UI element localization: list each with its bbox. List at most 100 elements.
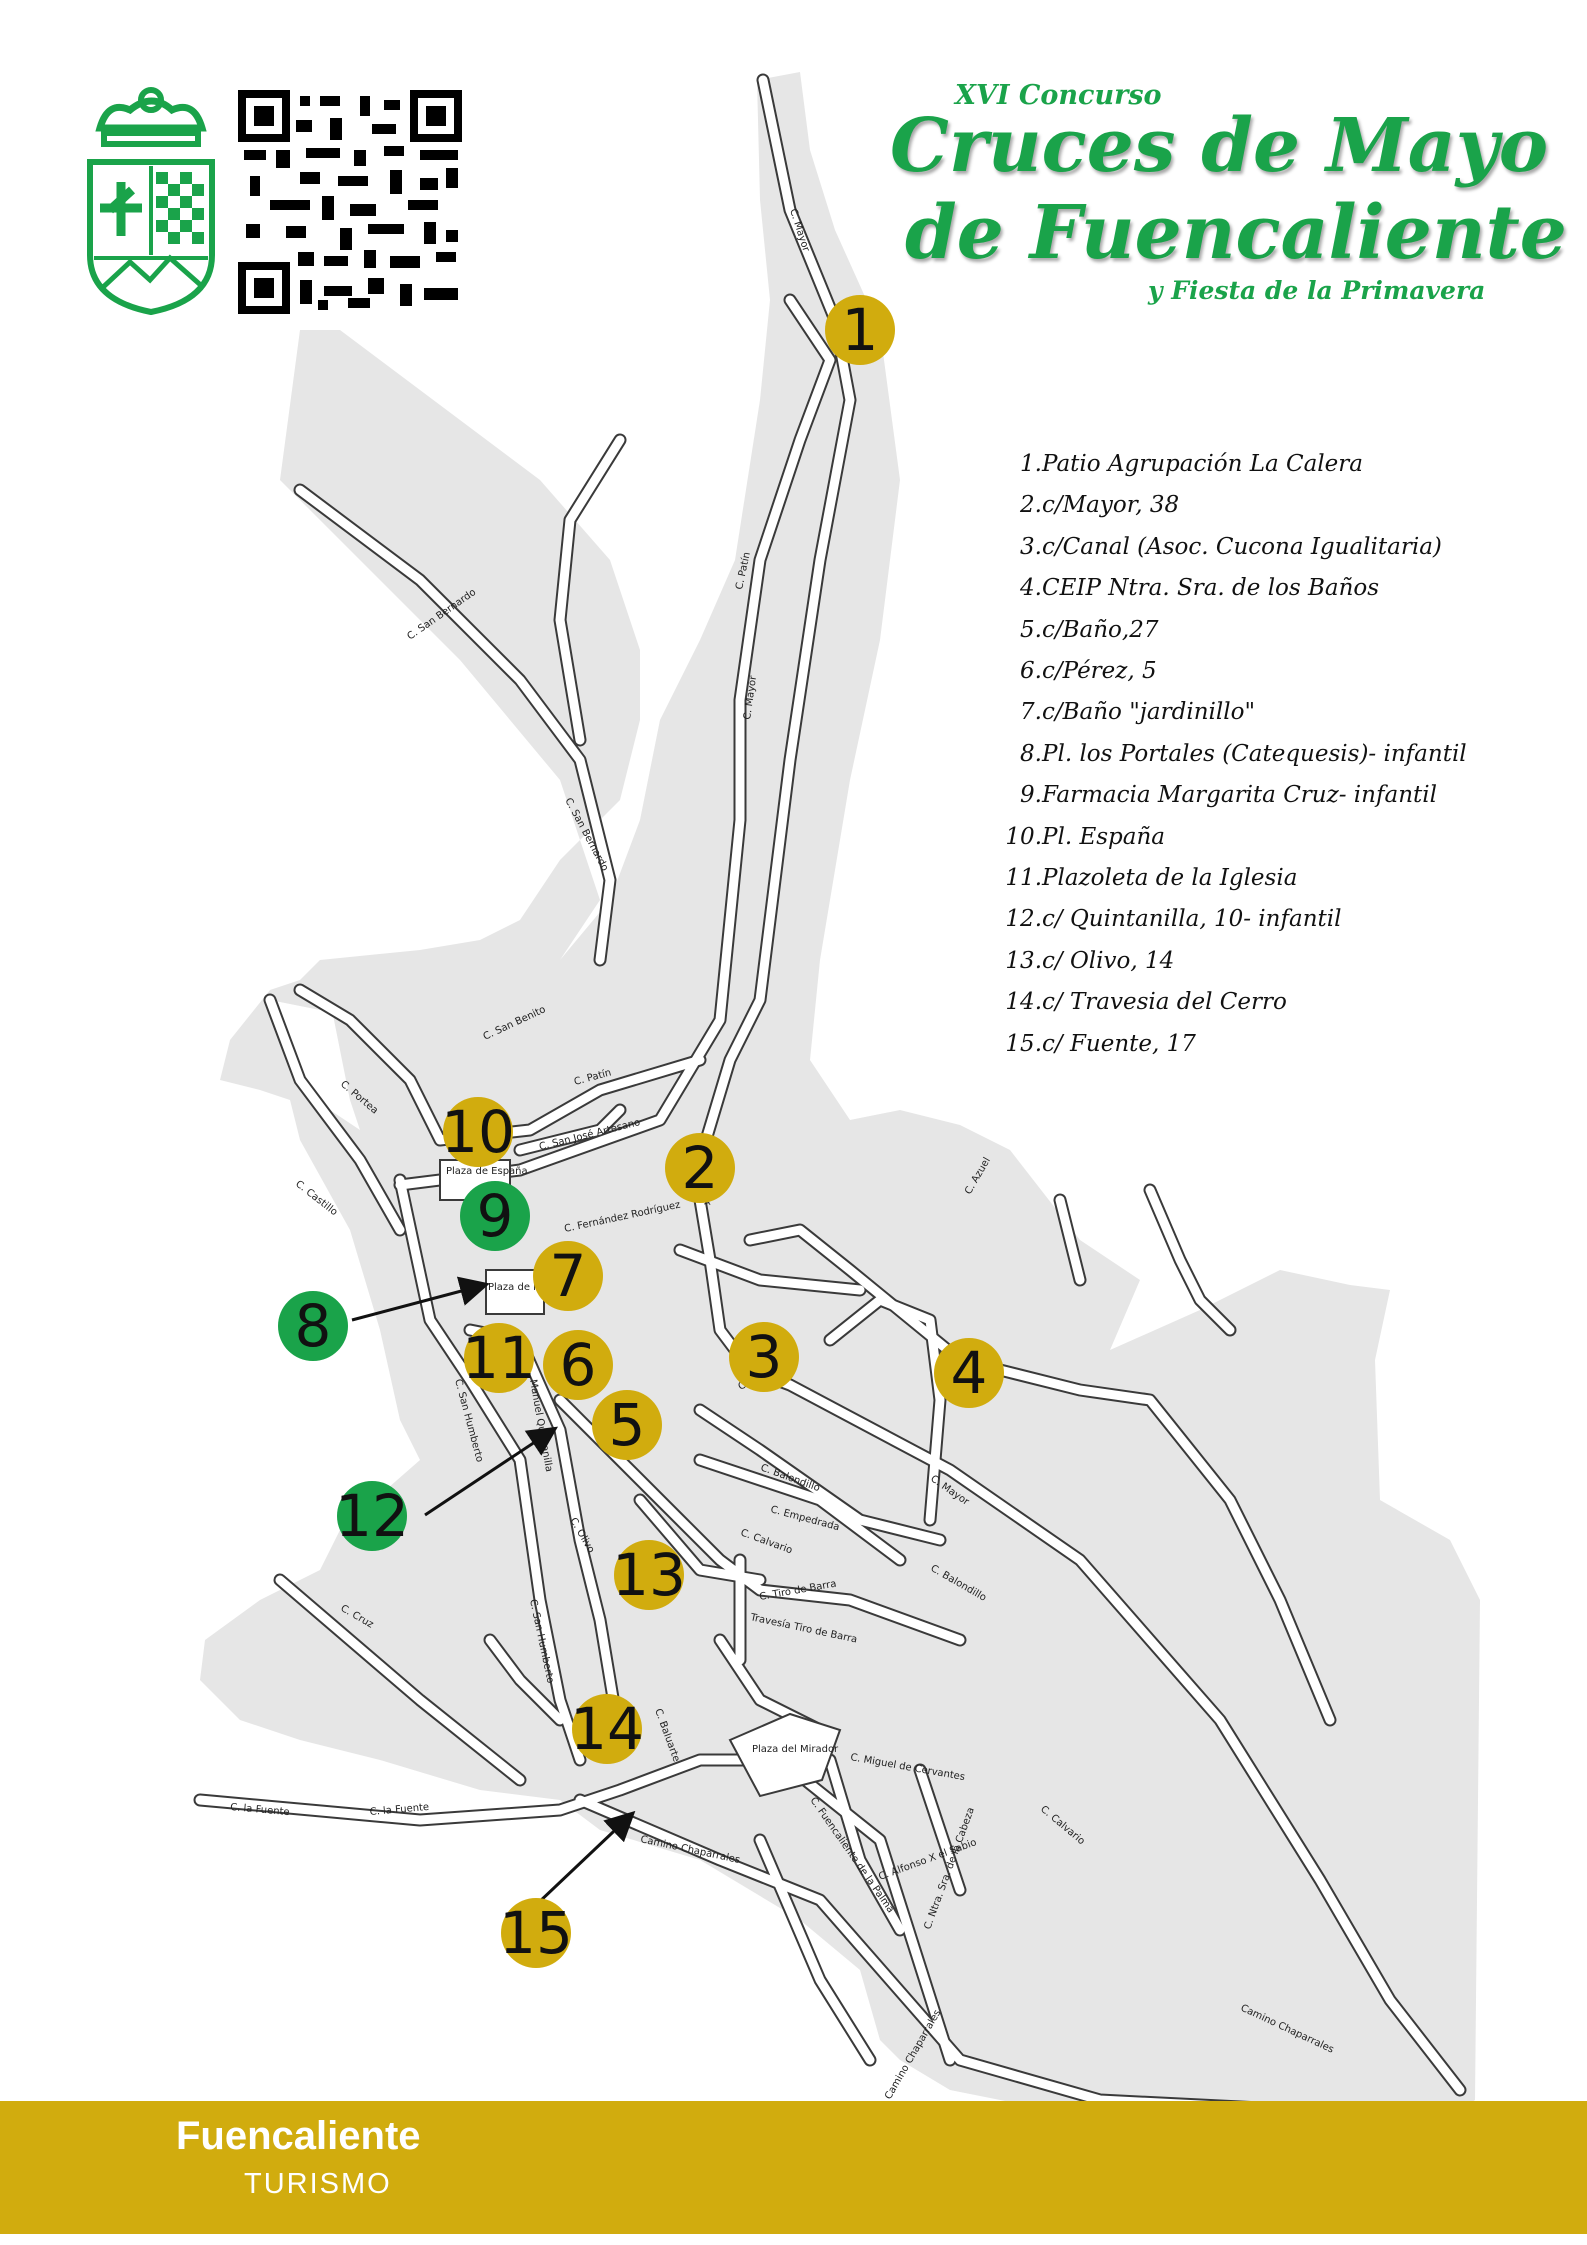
legend-item: 7.c/Baño "jardinillo" — [998, 692, 1558, 733]
marker-9: 9 — [460, 1181, 530, 1251]
marker-circle — [533, 1241, 603, 1311]
legend-item-number: 4. — [1020, 575, 1042, 602]
legend-item: 15.c/ Fuente, 17 — [998, 1024, 1558, 1065]
arrow-marker-8 — [351, 1276, 490, 1322]
legend-item: 1.Patio Agrupación La Calera — [998, 444, 1558, 485]
legend-item: 9.Farmacia Margarita Cruz- infantil — [998, 775, 1558, 816]
legend-item: 2.c/Mayor, 38 — [998, 485, 1558, 526]
marker-circle — [460, 1181, 530, 1251]
marker-13: 13 — [612, 1540, 686, 1610]
legend-item-text: c/Baño,27 — [1042, 616, 1159, 643]
legend-item-text: c/ Fuente, 17 — [1042, 1030, 1196, 1057]
marker-5: 5 — [592, 1390, 662, 1460]
legend-item-number: 11. — [1005, 865, 1042, 892]
legend-item-text: c/ Olivo, 14 — [1042, 947, 1175, 974]
marker-circle — [337, 1481, 407, 1551]
legend-item-number: 12. — [1005, 906, 1042, 933]
contest-edition: XVI Concurso — [955, 80, 1162, 111]
legend-item-number: 1. — [1020, 451, 1042, 477]
road-network — [193, 73, 1467, 2117]
marker-label: 2 — [682, 1134, 719, 1202]
marker-label: 4 — [951, 1339, 988, 1407]
marker-circle — [825, 295, 895, 365]
page-title-line1: Cruces de Mayo — [890, 103, 1549, 189]
legend-item: 6.c/Pérez, 5 — [998, 651, 1558, 692]
marker-label: 15 — [499, 1899, 573, 1967]
legend-item-number: 15. — [1005, 1030, 1042, 1057]
legend-item-text: CEIP Ntra. Sra. de los Baños — [1042, 575, 1380, 602]
marker-label: 13 — [612, 1541, 686, 1609]
marker-circle — [572, 1694, 642, 1764]
marker-label: 14 — [570, 1695, 644, 1763]
marker-3: 3 — [729, 1322, 799, 1392]
marker-circle — [501, 1898, 571, 1968]
municipal-crest-icon — [87, 87, 215, 316]
legend-item: 8.Pl. los Portales (Catequesis)- infanti… — [998, 734, 1558, 775]
legend-item-text: Patio Agrupación La Calera — [1042, 451, 1363, 477]
marker-circle — [934, 1338, 1004, 1408]
marker-label: 1 — [842, 296, 879, 364]
marker-circle — [543, 1330, 613, 1400]
footer-brand: Fuencaliente — [176, 2114, 421, 2158]
footer-subtitle: TURISMO — [244, 2168, 392, 2200]
legend-item-text: c/Baño "jardinillo" — [1042, 699, 1256, 726]
legend-item: 5.c/Baño,27 — [998, 610, 1558, 651]
label-plaza-mirador: Plaza del Mirador — [752, 1744, 839, 1755]
footer-bar — [0, 2101, 1587, 2234]
arrow-marker-15 — [534, 1810, 636, 1907]
legend-item-number: 14. — [1005, 989, 1042, 1016]
legend-item: 4.CEIP Ntra. Sra. de los Baños — [998, 568, 1558, 609]
page-subtitle: y Fiesta de la Primavera — [1148, 276, 1486, 305]
qr-code-icon — [238, 90, 462, 314]
legend-item: 3.c/Canal (Asoc. Cucona Igualitaria) — [998, 527, 1558, 568]
legend-item-number: 5. — [1020, 616, 1042, 643]
legend-item: 12.c/ Quintanilla, 10- infantil — [998, 899, 1558, 940]
marker-label: 3 — [746, 1323, 783, 1391]
legend-item: 14.c/ Travesia del Cerro — [998, 982, 1558, 1023]
marker-circle — [464, 1323, 534, 1393]
marker-circle — [278, 1291, 348, 1361]
marker-circle — [665, 1133, 735, 1203]
legend-item-number: 8. — [1020, 740, 1042, 767]
marker-label: 10 — [441, 1098, 515, 1166]
town-area — [200, 72, 1480, 2140]
marker-6: 6 — [543, 1330, 613, 1400]
marker-label: 6 — [560, 1331, 597, 1399]
marker-15: 15 — [499, 1898, 573, 1968]
marker-label: 9 — [477, 1182, 514, 1250]
legend-item-number: 7. — [1020, 699, 1042, 726]
marker-circle — [614, 1540, 684, 1610]
street-label: C. la Fuente — [369, 1802, 429, 1818]
legend-item-text: Pl. los Portales (Catequesis)- infantil — [1042, 740, 1467, 767]
legend-item-number: 3. — [1020, 533, 1042, 560]
legend-item-text: Farmacia Margarita Cruz- infantil — [1042, 782, 1437, 809]
legend-item-text: c/Mayor, 38 — [1042, 492, 1180, 519]
marker-label: 8 — [295, 1292, 332, 1360]
legend-item: 13.c/ Olivo, 14 — [998, 941, 1558, 982]
marker-circle — [592, 1390, 662, 1460]
legend-item-number: 6. — [1020, 658, 1042, 685]
marker-label: 12 — [335, 1482, 409, 1550]
marker-8: 8 — [278, 1291, 348, 1361]
legend-item-text: Pl. España — [1042, 823, 1166, 850]
label-plaza-espana: Plaza de España — [446, 1166, 528, 1177]
marker-label: 7 — [550, 1242, 587, 1310]
marker-1: 1 — [825, 295, 895, 365]
legend-item-text: c/Pérez, 5 — [1042, 658, 1157, 685]
legend-item: 10.Pl. España — [998, 817, 1558, 858]
plaza-mirador — [728, 1712, 842, 1798]
legend-item-text: Plazoleta de la Iglesia — [1042, 865, 1298, 892]
marker-label: 5 — [609, 1391, 646, 1459]
marker-4: 4 — [934, 1338, 1004, 1408]
legend-item-text: c/Canal (Asoc. Cucona Igualitaria) — [1042, 533, 1442, 560]
legend-item-number: 10. — [1005, 823, 1042, 850]
arrow-marker-12 — [424, 1426, 558, 1517]
marker-label: 11 — [462, 1324, 536, 1392]
legend-item-text: c/ Quintanilla, 10- infantil — [1042, 906, 1342, 933]
legend-item-number: 2. — [1020, 492, 1042, 519]
legend-item: 11.Plazoleta de la Iglesia — [998, 858, 1558, 899]
marker-2: 2 — [665, 1133, 735, 1203]
